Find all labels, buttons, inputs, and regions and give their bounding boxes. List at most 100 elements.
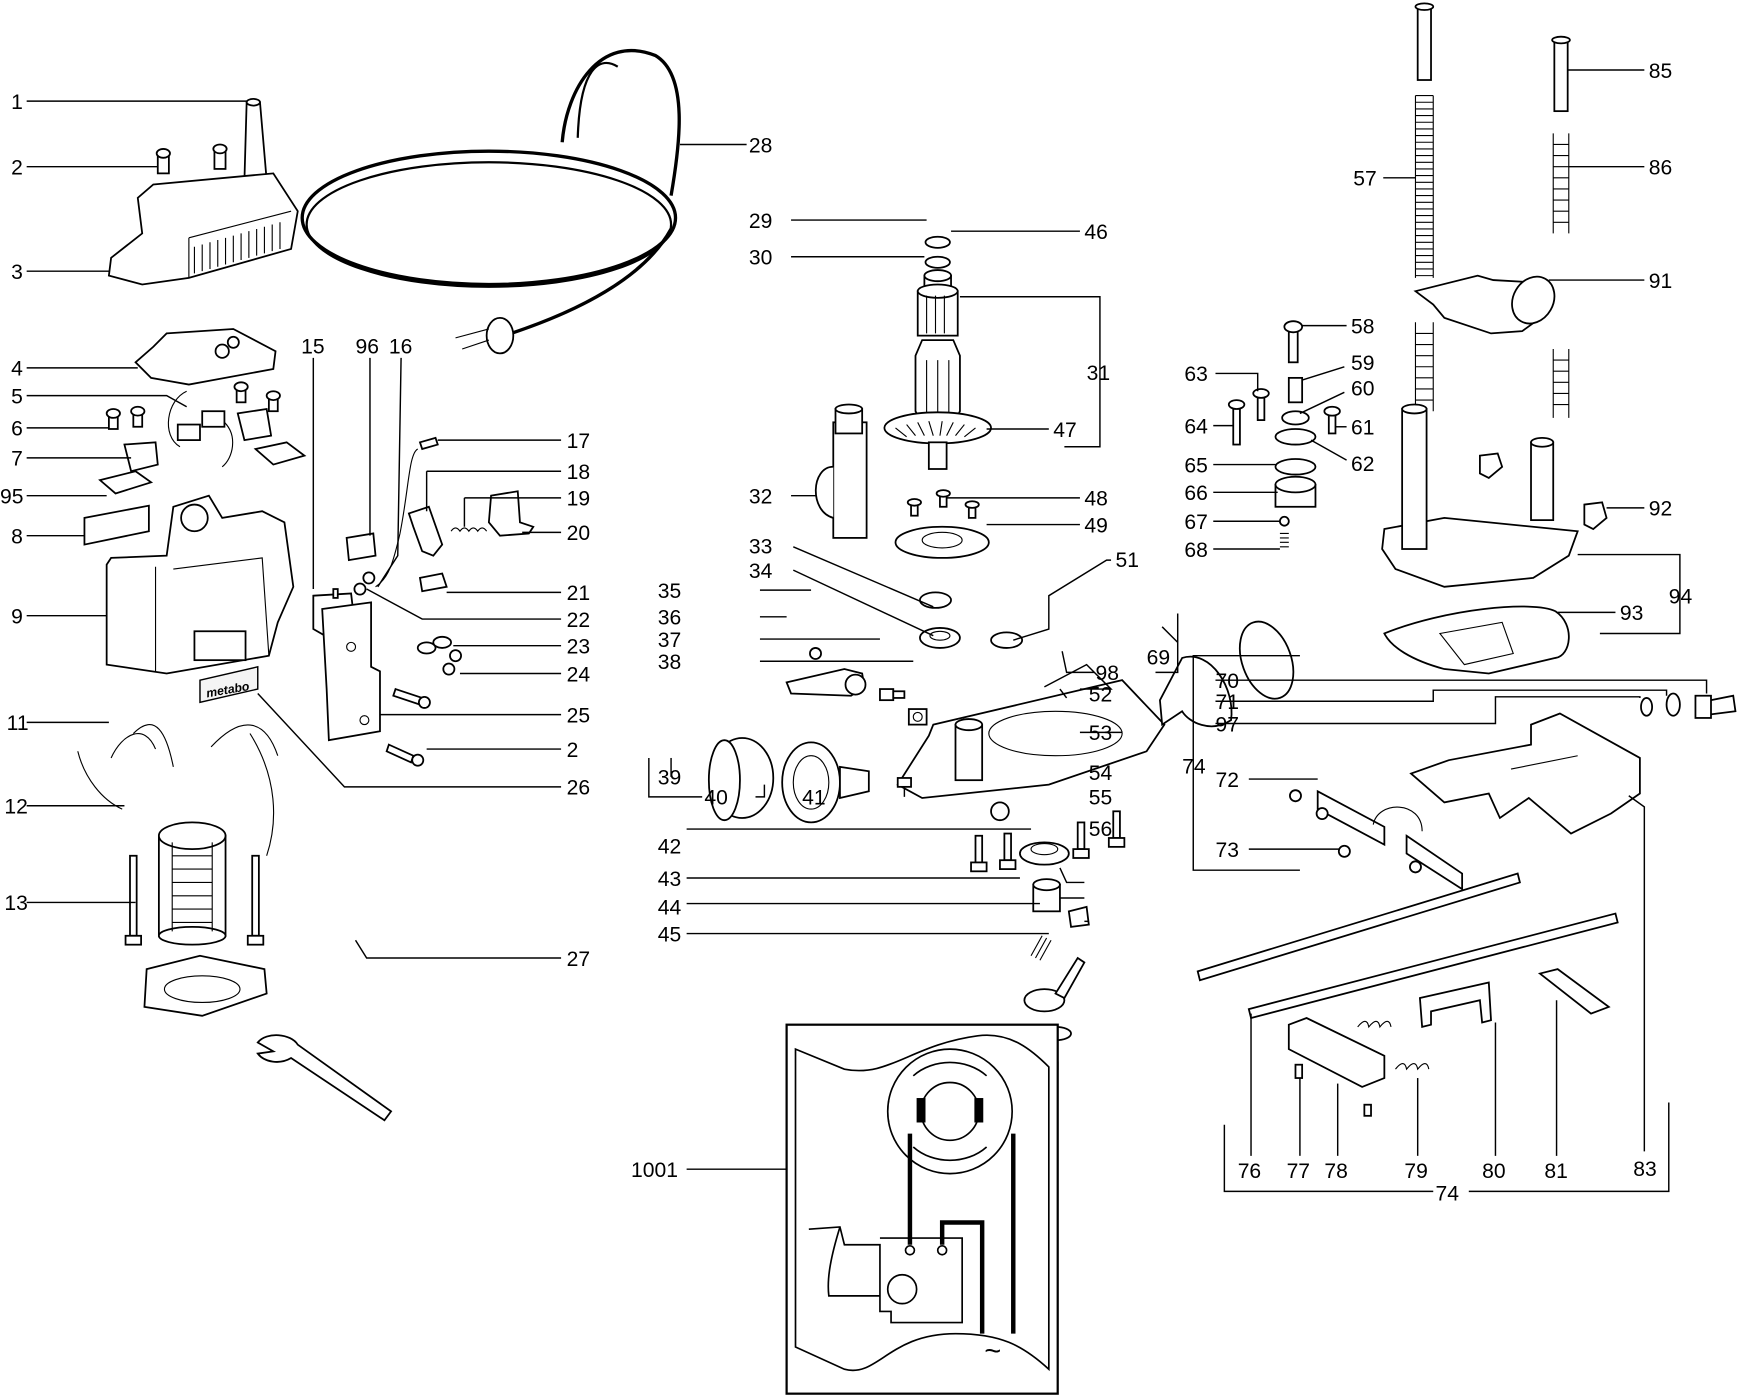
label-41: 41 (802, 787, 825, 810)
part-38-nut (907, 708, 928, 726)
part-32-spindle-lock (814, 403, 868, 539)
part-71-washer (1665, 692, 1681, 717)
part-57-spring (1414, 95, 1434, 412)
label-94: 94 (1669, 585, 1693, 608)
part-31-armature (883, 283, 992, 470)
label-93: 93 (1620, 602, 1643, 625)
label-44: 44 (658, 897, 682, 920)
part-62-plate (1274, 428, 1317, 446)
part-65-disc (1274, 458, 1317, 476)
label-21: 21 (567, 582, 590, 605)
part-39-knob-cap (707, 737, 775, 822)
part-58-screw (1283, 320, 1304, 364)
part-27-wrench (256, 1034, 393, 1122)
label-67: 67 (1184, 511, 1207, 534)
label-52: 52 (1089, 683, 1112, 706)
label-9: 9 (11, 605, 23, 628)
label-6: 6 (11, 418, 23, 441)
label-40: 40 (704, 787, 727, 810)
part-61-screw (1323, 405, 1341, 435)
part-18-lever (407, 505, 444, 557)
label-1: 1 (11, 91, 23, 114)
part-60-washer (1281, 410, 1310, 426)
part-77-grub-screws (1294, 1063, 1372, 1117)
leader-lines (26, 69, 1708, 1193)
part-73-screws (1289, 789, 1422, 874)
label-61: 61 (1351, 417, 1374, 440)
part-81-scale (1537, 968, 1611, 1015)
part-13-fan-guard (143, 954, 268, 1017)
label-45: 45 (658, 923, 681, 946)
label-20: 20 (567, 522, 590, 545)
label-34: 34 (749, 560, 773, 583)
part-78-block (1287, 1017, 1386, 1088)
label-4: 4 (11, 358, 23, 381)
label-60: 60 (1351, 378, 1374, 401)
label-51: 51 (1115, 549, 1138, 572)
label-23: 23 (567, 635, 590, 658)
label-3: 3 (11, 261, 23, 284)
part-96-capacitor (345, 532, 377, 562)
part-54-bushing (1019, 841, 1070, 866)
part-98-collet-nut (1159, 655, 1233, 728)
label-2-lower: 2 (567, 739, 579, 762)
label-32: 32 (749, 485, 772, 508)
label-35: 35 (658, 580, 681, 603)
part-83-guide-bracket (1409, 712, 1641, 835)
label-26: 26 (567, 777, 590, 800)
label-27: 27 (567, 948, 590, 971)
part-43-lever (1023, 956, 1086, 1013)
part-22-screws (353, 571, 376, 596)
label-91: 91 (1649, 270, 1672, 293)
label-42: 42 (658, 836, 681, 859)
part-labels: 1 2 3 4 5 6 7 95 8 9 11 12 13 15 96 16 1… (0, 60, 1693, 1205)
ac-symbol: ~ (984, 1335, 1001, 1367)
part-5-brush-wire (167, 390, 234, 468)
part-94-plunge-base (1381, 403, 1579, 588)
label-15: 15 (301, 335, 324, 358)
label-31: 31 (1087, 362, 1110, 385)
label-57: 57 (1353, 168, 1376, 191)
label-83: 83 (1633, 1158, 1656, 1181)
part-9-motor-housing (105, 494, 295, 675)
label-49: 49 (1084, 514, 1107, 537)
label-30: 30 (749, 247, 772, 270)
label-11: 11 (7, 712, 29, 735)
label-24: 24 (567, 663, 591, 686)
part-33-circlip (919, 591, 952, 609)
label-86: 86 (1649, 156, 1672, 179)
label-81: 81 (1544, 1160, 1567, 1183)
label-54: 54 (1089, 762, 1113, 785)
label-72: 72 (1215, 769, 1238, 792)
part-20-bracket (487, 490, 535, 537)
label-38: 38 (658, 651, 681, 674)
label-79: 79 (1404, 1160, 1427, 1183)
label-29: 29 (749, 210, 772, 233)
part-79-springs (1357, 1020, 1430, 1071)
part-26-brand-plate: metabo (199, 665, 259, 704)
part-36-lever (785, 668, 867, 697)
label-43: 43 (658, 868, 681, 891)
label-39: 39 (658, 767, 681, 790)
part-55-nut (1032, 878, 1061, 913)
label-59: 59 (1351, 352, 1374, 375)
label-76: 76 (1238, 1160, 1261, 1183)
label-28: 28 (749, 134, 772, 157)
label-13: 13 (4, 892, 27, 915)
label-62: 62 (1351, 453, 1374, 476)
part-66-knob (1274, 475, 1317, 508)
label-8: 8 (11, 525, 23, 548)
part-guide-rods (1196, 872, 1619, 1020)
part-70-knob-screw (1694, 694, 1737, 719)
label-47: 47 (1053, 419, 1076, 442)
label-7: 7 (11, 448, 23, 471)
label-53: 53 (1089, 722, 1112, 745)
part-59-pin (1287, 376, 1304, 404)
part-80-stop (1418, 981, 1492, 1029)
label-85: 85 (1649, 60, 1672, 83)
part-23-cable-clamp (416, 635, 452, 655)
label-80: 80 (1482, 1160, 1505, 1183)
label-2: 2 (11, 156, 23, 179)
label-98: 98 (1095, 662, 1118, 685)
